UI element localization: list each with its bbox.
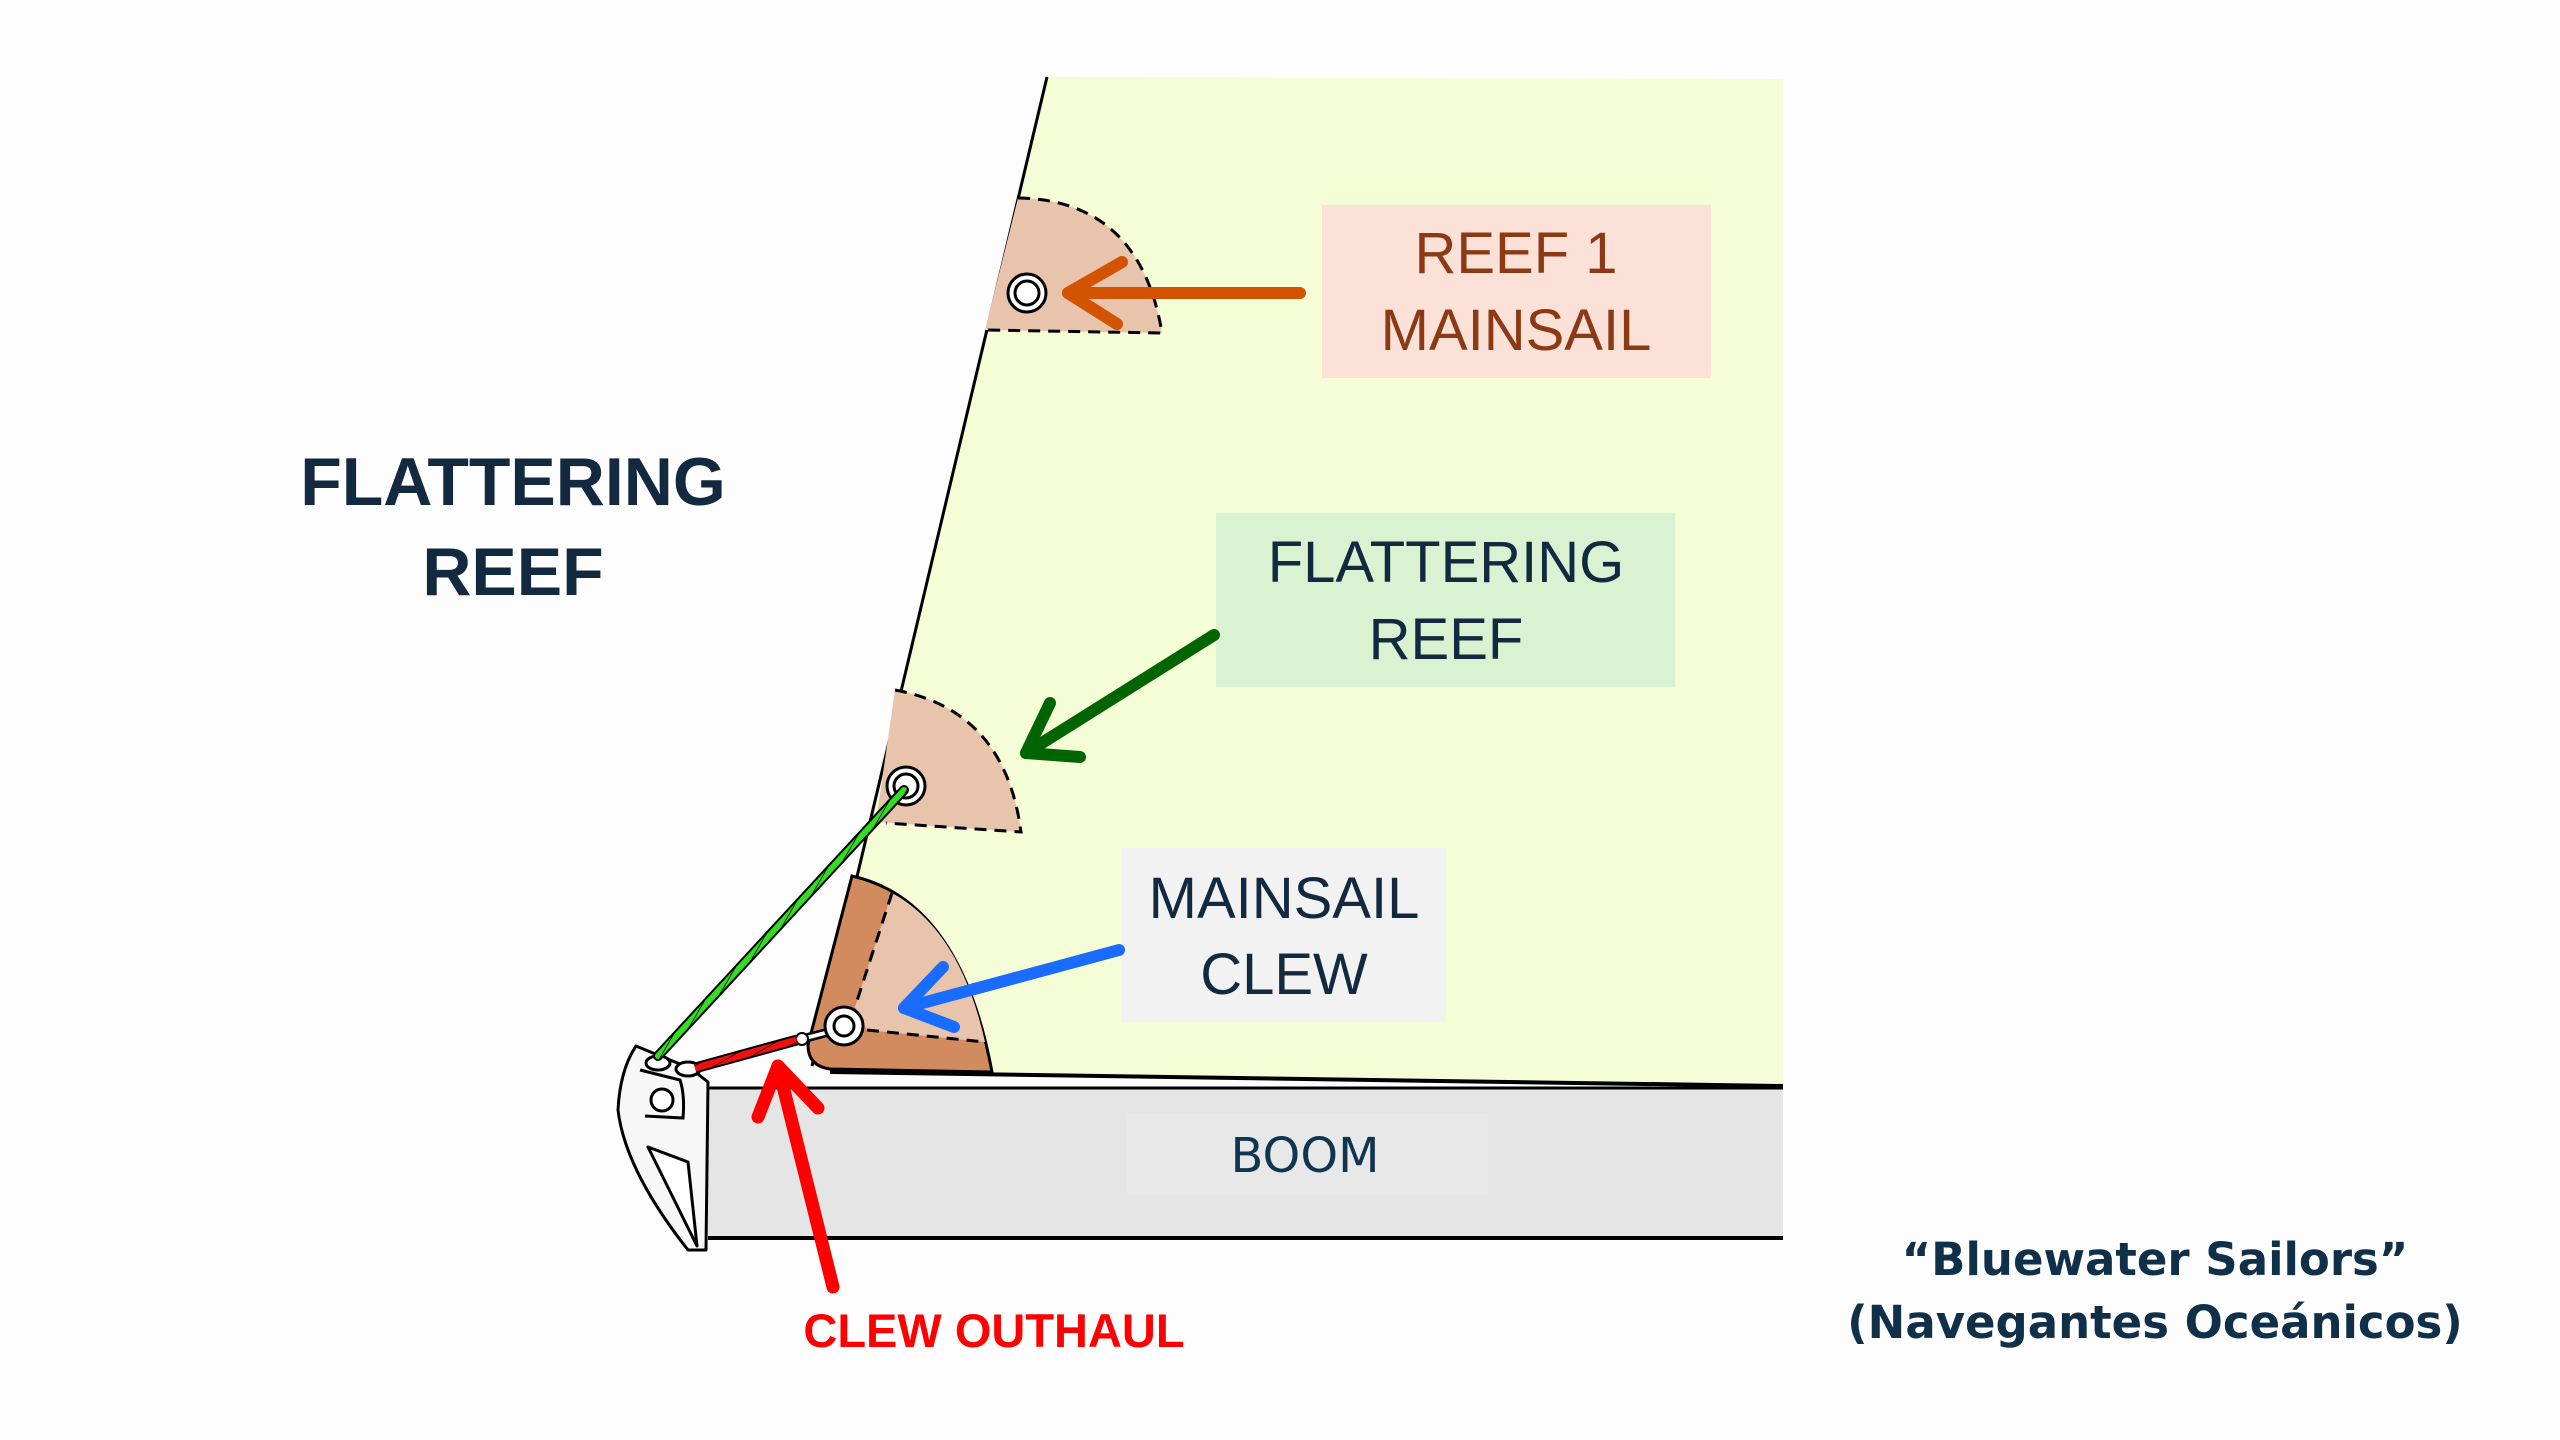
mainsail-clew-callout-line1: MAINSAIL — [1149, 866, 1420, 931]
reef1-callout-box — [1322, 205, 1711, 378]
reef1-patch-outline — [984, 196, 1164, 335]
diagram-title-line2: REEF — [422, 534, 603, 610]
diagram-title-line1: FLATTERING — [300, 444, 726, 520]
flattering-reef-arrow-icon — [1020, 629, 1220, 763]
sail-foot — [829, 1070, 1784, 1088]
boom-end-fitting-icon — [616, 1044, 710, 1252]
credit-line1: “Bluewater Sailors” — [1902, 1233, 2409, 1286]
boom-label: BOOM — [1230, 1128, 1379, 1184]
clew-outhaul-line-fill — [694, 1036, 798, 1072]
clew-outhaul-label: CLEW OUTHAUL — [803, 1304, 1184, 1357]
reef1-callout-line1: REEF 1 — [1414, 221, 1617, 286]
reef1-arrow-icon — [1062, 256, 1306, 330]
reef1-cringle-icon — [1006, 272, 1048, 314]
mainsail-clew-callout-line2: CLEW — [1200, 942, 1368, 1007]
mainsail-clew-callout-box — [1121, 848, 1446, 1022]
flattering-reef-line-fill — [655, 787, 907, 1059]
flattering-reef-callout-line2: REEF — [1369, 607, 1524, 672]
clew-inner-patch — [855, 893, 985, 1042]
clew-outhaul-arrow-icon — [751, 1059, 840, 1294]
mainsail-clew-arrow-icon — [898, 944, 1125, 1033]
flattering-reef-patch-outline — [885, 688, 1023, 834]
clew-cringle-icon — [823, 1005, 865, 1047]
boom-label-box — [1127, 1113, 1488, 1195]
credit-line2: (Navegantes Oceánicos) — [1847, 1296, 2463, 1349]
reef1-callout-line2: MAINSAIL — [1381, 298, 1652, 363]
flattering-reef-callout-line1: FLATTERING — [1268, 530, 1625, 595]
flattering-reef-callout-box — [1216, 513, 1675, 687]
